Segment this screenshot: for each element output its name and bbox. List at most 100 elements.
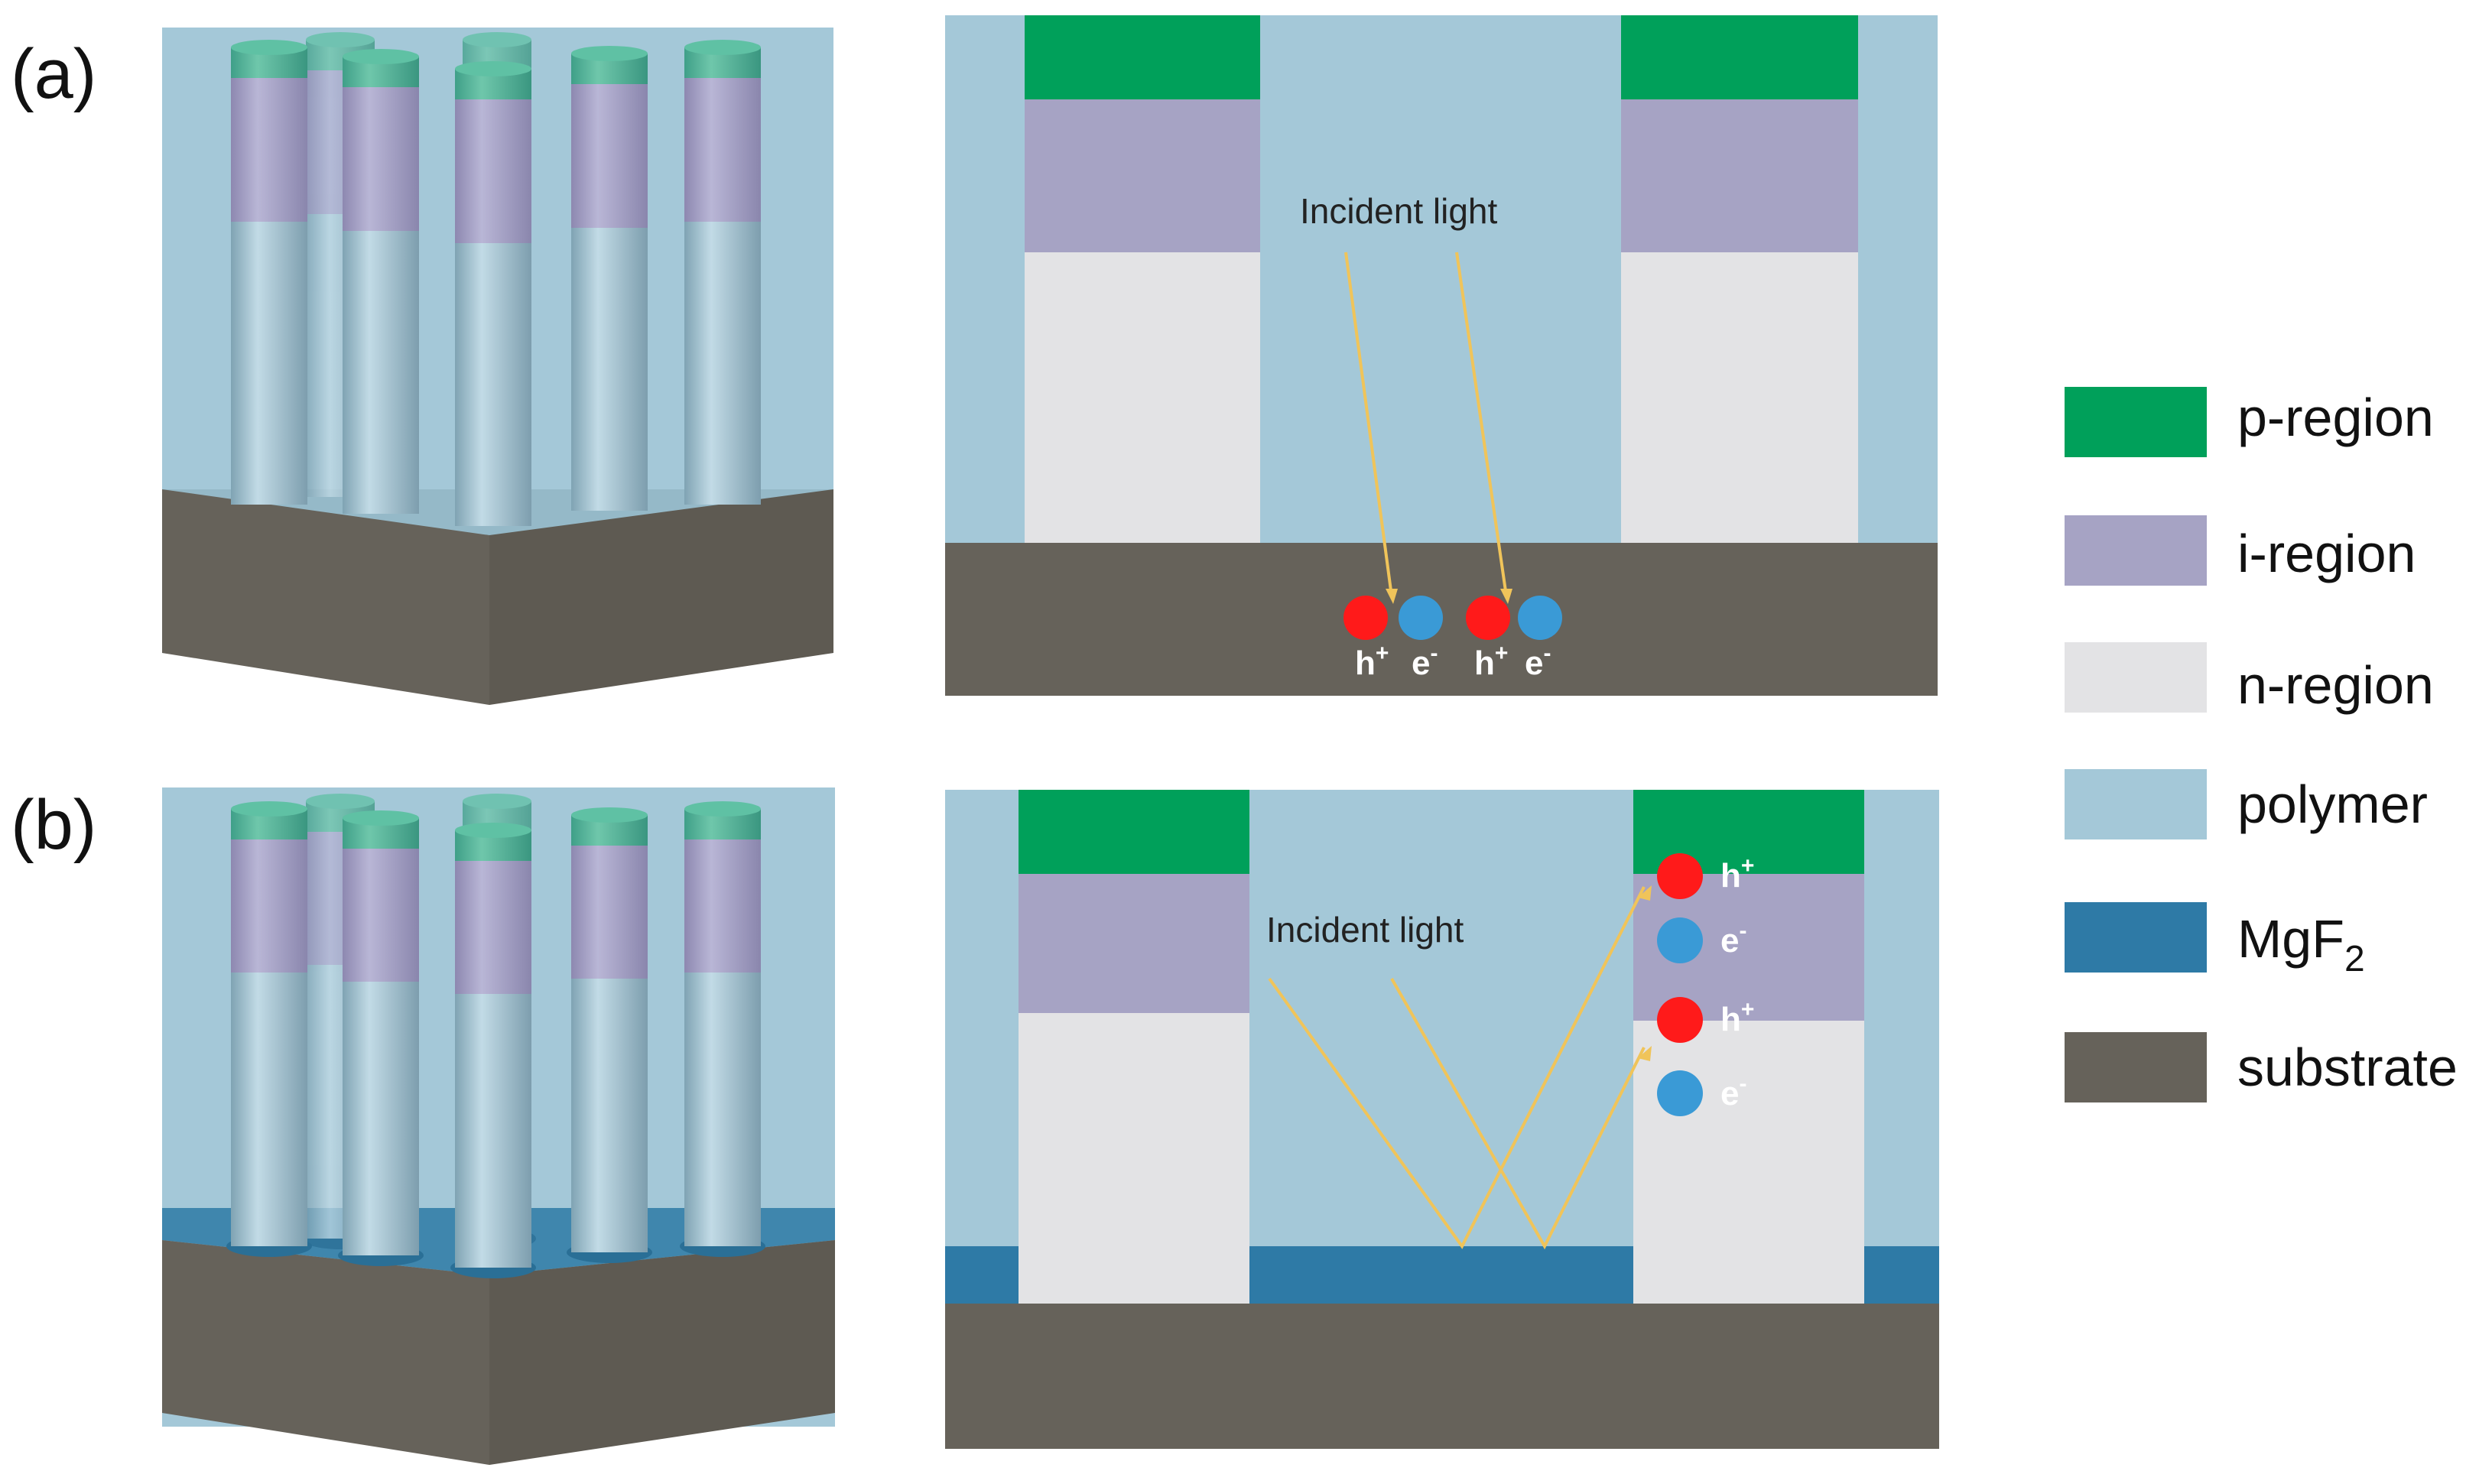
- electron: [1657, 917, 1703, 963]
- n-region-right: [1621, 252, 1858, 543]
- mgf2-layer: [1864, 1246, 1939, 1304]
- nanopillar: [226, 801, 312, 1257]
- pillar-n-region: [455, 994, 531, 1268]
- pillar-n-region: [684, 973, 761, 1246]
- pillar-i-region: [684, 78, 761, 222]
- nanopillar: [450, 823, 536, 1278]
- pillar-n-region: [571, 979, 648, 1252]
- light-ray: [1455, 252, 1508, 597]
- pillar-top-cap: [571, 46, 648, 61]
- nanopillar: [571, 46, 648, 511]
- pillar-top-cap: [455, 823, 531, 838]
- pillar-n-region: [231, 973, 307, 1246]
- carrier-label: e-: [1412, 641, 1438, 682]
- light-arrowhead: [1638, 885, 1652, 901]
- n-region-left: [1019, 1013, 1249, 1304]
- pillar-top-cap: [684, 40, 761, 55]
- electron: [1518, 596, 1562, 640]
- panel-a-cross-section: Incident light h+ e- h+ e-: [945, 15, 1938, 696]
- substrate-right-face: [489, 1240, 835, 1465]
- legend-swatch-n-region: [2065, 642, 2207, 713]
- carrier-label: e-: [1720, 918, 1746, 960]
- nanopillar: [231, 40, 307, 505]
- pillar-top-cap: [455, 61, 531, 76]
- pillar-array: [226, 794, 765, 1278]
- electron: [1657, 1070, 1703, 1116]
- light-arrowhead: [1500, 589, 1512, 604]
- hole: [1343, 596, 1388, 640]
- pillar-i-region: [571, 846, 648, 979]
- hole: [1657, 853, 1703, 899]
- p-region-left: [1025, 15, 1260, 99]
- panel-label-a: (a): [11, 35, 96, 113]
- light-ray: [1344, 252, 1393, 597]
- pillar-top-cap: [231, 801, 307, 817]
- carrier-label: e-: [1720, 1071, 1746, 1112]
- pillar-i-region: [231, 78, 307, 222]
- mgf2-layer: [1249, 1246, 1633, 1304]
- legend: p-region i-region n-region polymer MgF2 …: [2065, 387, 2458, 1102]
- pillar-i-region: [455, 99, 531, 243]
- substrate-left-face: [162, 1240, 489, 1465]
- incident-light-label: Incident light: [1300, 191, 1497, 231]
- pillar-i-region: [455, 861, 531, 994]
- nanopillar: [567, 807, 652, 1263]
- nanopillar: [680, 801, 765, 1257]
- pillar-n-region: [571, 228, 648, 511]
- pillar-i-region: [684, 839, 761, 973]
- pillar-top-cap: [684, 801, 761, 817]
- pillar-top-cap: [306, 794, 375, 809]
- substrate: [945, 1304, 1939, 1449]
- nanopillar: [455, 61, 531, 526]
- legend-label-substrate: substrate: [2237, 1038, 2458, 1097]
- i-region-left: [1019, 874, 1249, 1013]
- nanopillar: [338, 810, 424, 1266]
- i-region-right: [1621, 99, 1858, 252]
- carrier-label: h+: [1720, 997, 1754, 1038]
- legend-label-polymer: polymer: [2237, 774, 2428, 834]
- panel-b-cross-section: Incident light h+ e- h+ e-: [945, 790, 1939, 1449]
- legend-swatch-substrate: [2065, 1032, 2207, 1102]
- pillar-i-region: [343, 849, 419, 982]
- mgf2-layer: [945, 1246, 1019, 1304]
- panel-label-b: (b): [11, 786, 96, 864]
- legend-swatch-polymer: [2065, 769, 2207, 839]
- pillar-top-cap: [463, 32, 531, 47]
- carrier-label: e-: [1525, 641, 1551, 682]
- legend-label-p-region: p-region: [2237, 388, 2434, 447]
- n-region-left: [1025, 252, 1260, 543]
- light-ray: [1390, 978, 1646, 1250]
- hole: [1657, 997, 1703, 1043]
- p-region-left: [1019, 790, 1249, 874]
- light-ray: [1268, 886, 1646, 1249]
- legend-label-i-region: i-region: [2237, 524, 2416, 583]
- light-arrowhead: [1638, 1046, 1652, 1061]
- substrate-right-face: [489, 489, 833, 705]
- n-region-right: [1633, 1021, 1864, 1304]
- nanopillar: [343, 49, 419, 514]
- pillar-top-cap: [463, 794, 531, 809]
- p-region-right: [1621, 15, 1858, 99]
- light-arrowhead: [1386, 589, 1398, 604]
- legend-swatch-mgf2: [2065, 902, 2207, 973]
- legend-swatch-i-region: [2065, 515, 2207, 586]
- pillar-top-cap: [571, 807, 648, 823]
- legend-label-n-region: n-region: [2237, 655, 2434, 715]
- pillar-top-cap: [343, 49, 419, 64]
- electron: [1399, 596, 1443, 640]
- legend-swatch-p-region: [2065, 387, 2207, 457]
- pillar-top-cap: [343, 810, 419, 826]
- carrier-label: h+: [1355, 641, 1389, 682]
- nanopillar: [684, 40, 761, 505]
- carrier-label: h+: [1474, 641, 1508, 682]
- panel-b-3d-view: [162, 787, 835, 1465]
- hole: [1466, 596, 1510, 640]
- pillar-i-region: [343, 87, 419, 231]
- pillar-n-region: [684, 222, 761, 505]
- carrier-label: h+: [1720, 853, 1754, 895]
- pillar-top-cap: [231, 40, 307, 55]
- pillar-n-region: [343, 231, 419, 514]
- legend-label-mgf2: MgF2: [2237, 909, 2365, 979]
- pillar-i-region: [571, 84, 648, 228]
- incident-light-label: Incident light: [1266, 910, 1464, 950]
